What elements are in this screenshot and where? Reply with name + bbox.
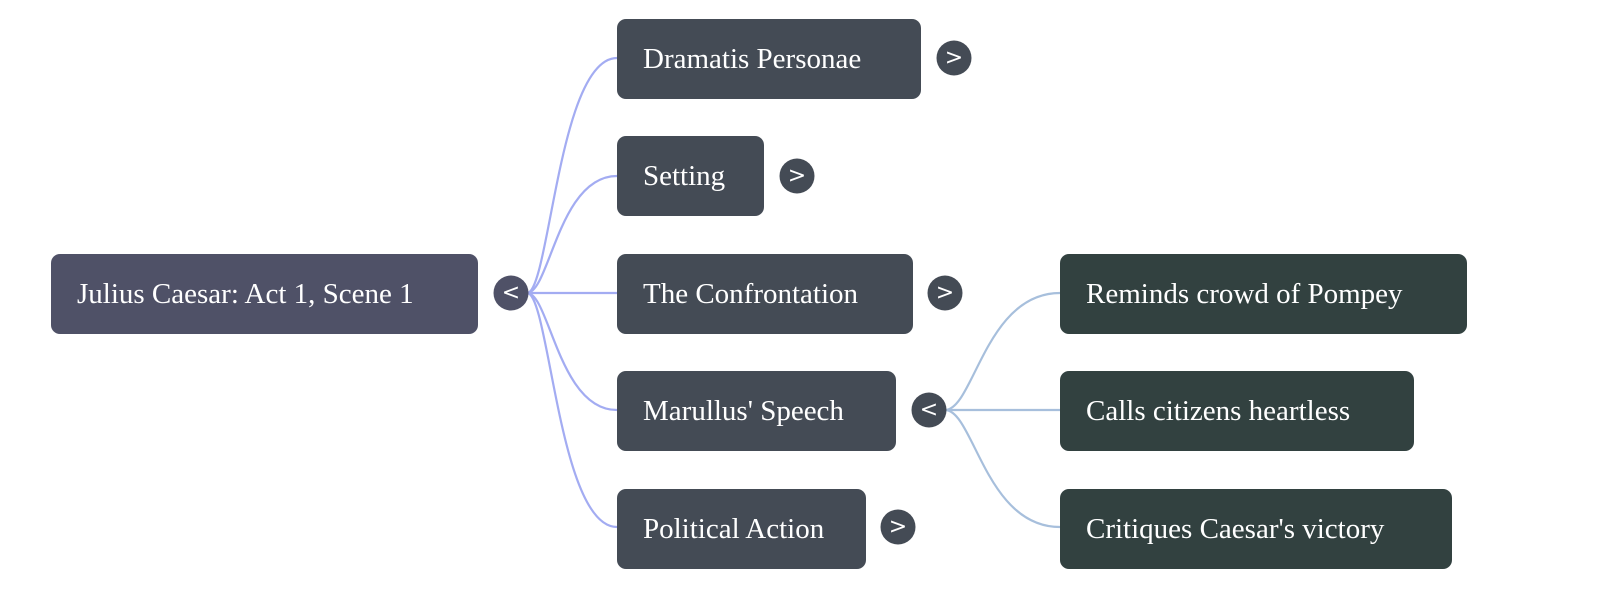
link-root-to-political-action [526, 291, 618, 529]
link-root-to-setting [526, 174, 618, 295]
link-marullus-to-reminds-crowd-of-pompey [944, 291, 1061, 412]
root-node[interactable]: Julius Caesar: Act 1, Scene 1 [51, 254, 478, 334]
setting-expand-toggle[interactable]: > [779, 158, 815, 194]
link-root-to-dramatis-personae [526, 56, 618, 295]
node-critiques-caesars-victory[interactable]: Critiques Caesar's victory [1060, 489, 1452, 569]
link-root-to-marullus-speech [526, 291, 618, 412]
node-political-action[interactable]: Political Action [617, 489, 866, 569]
node-reminds-crowd-of-pompey[interactable]: Reminds crowd of Pompey [1060, 254, 1467, 334]
node-dramatis-personae[interactable]: Dramatis Personae [617, 19, 921, 99]
the-confrontation-expand-toggle[interactable]: > [927, 275, 963, 311]
node-calls-citizens-heartless[interactable]: Calls citizens heartless [1060, 371, 1414, 451]
marullus-speech-collapse-toggle[interactable]: < [911, 392, 947, 428]
node-marullus-speech[interactable]: Marullus' Speech [617, 371, 896, 451]
dramatis-personae-expand-toggle[interactable]: > [936, 40, 972, 76]
node-setting[interactable]: Setting [617, 136, 764, 216]
node-the-confrontation[interactable]: The Confrontation [617, 254, 913, 334]
link-marullus-to-critiques-caesars-victory [944, 408, 1061, 529]
root-collapse-toggle[interactable]: < [493, 275, 529, 311]
political-action-expand-toggle[interactable]: > [880, 509, 916, 545]
